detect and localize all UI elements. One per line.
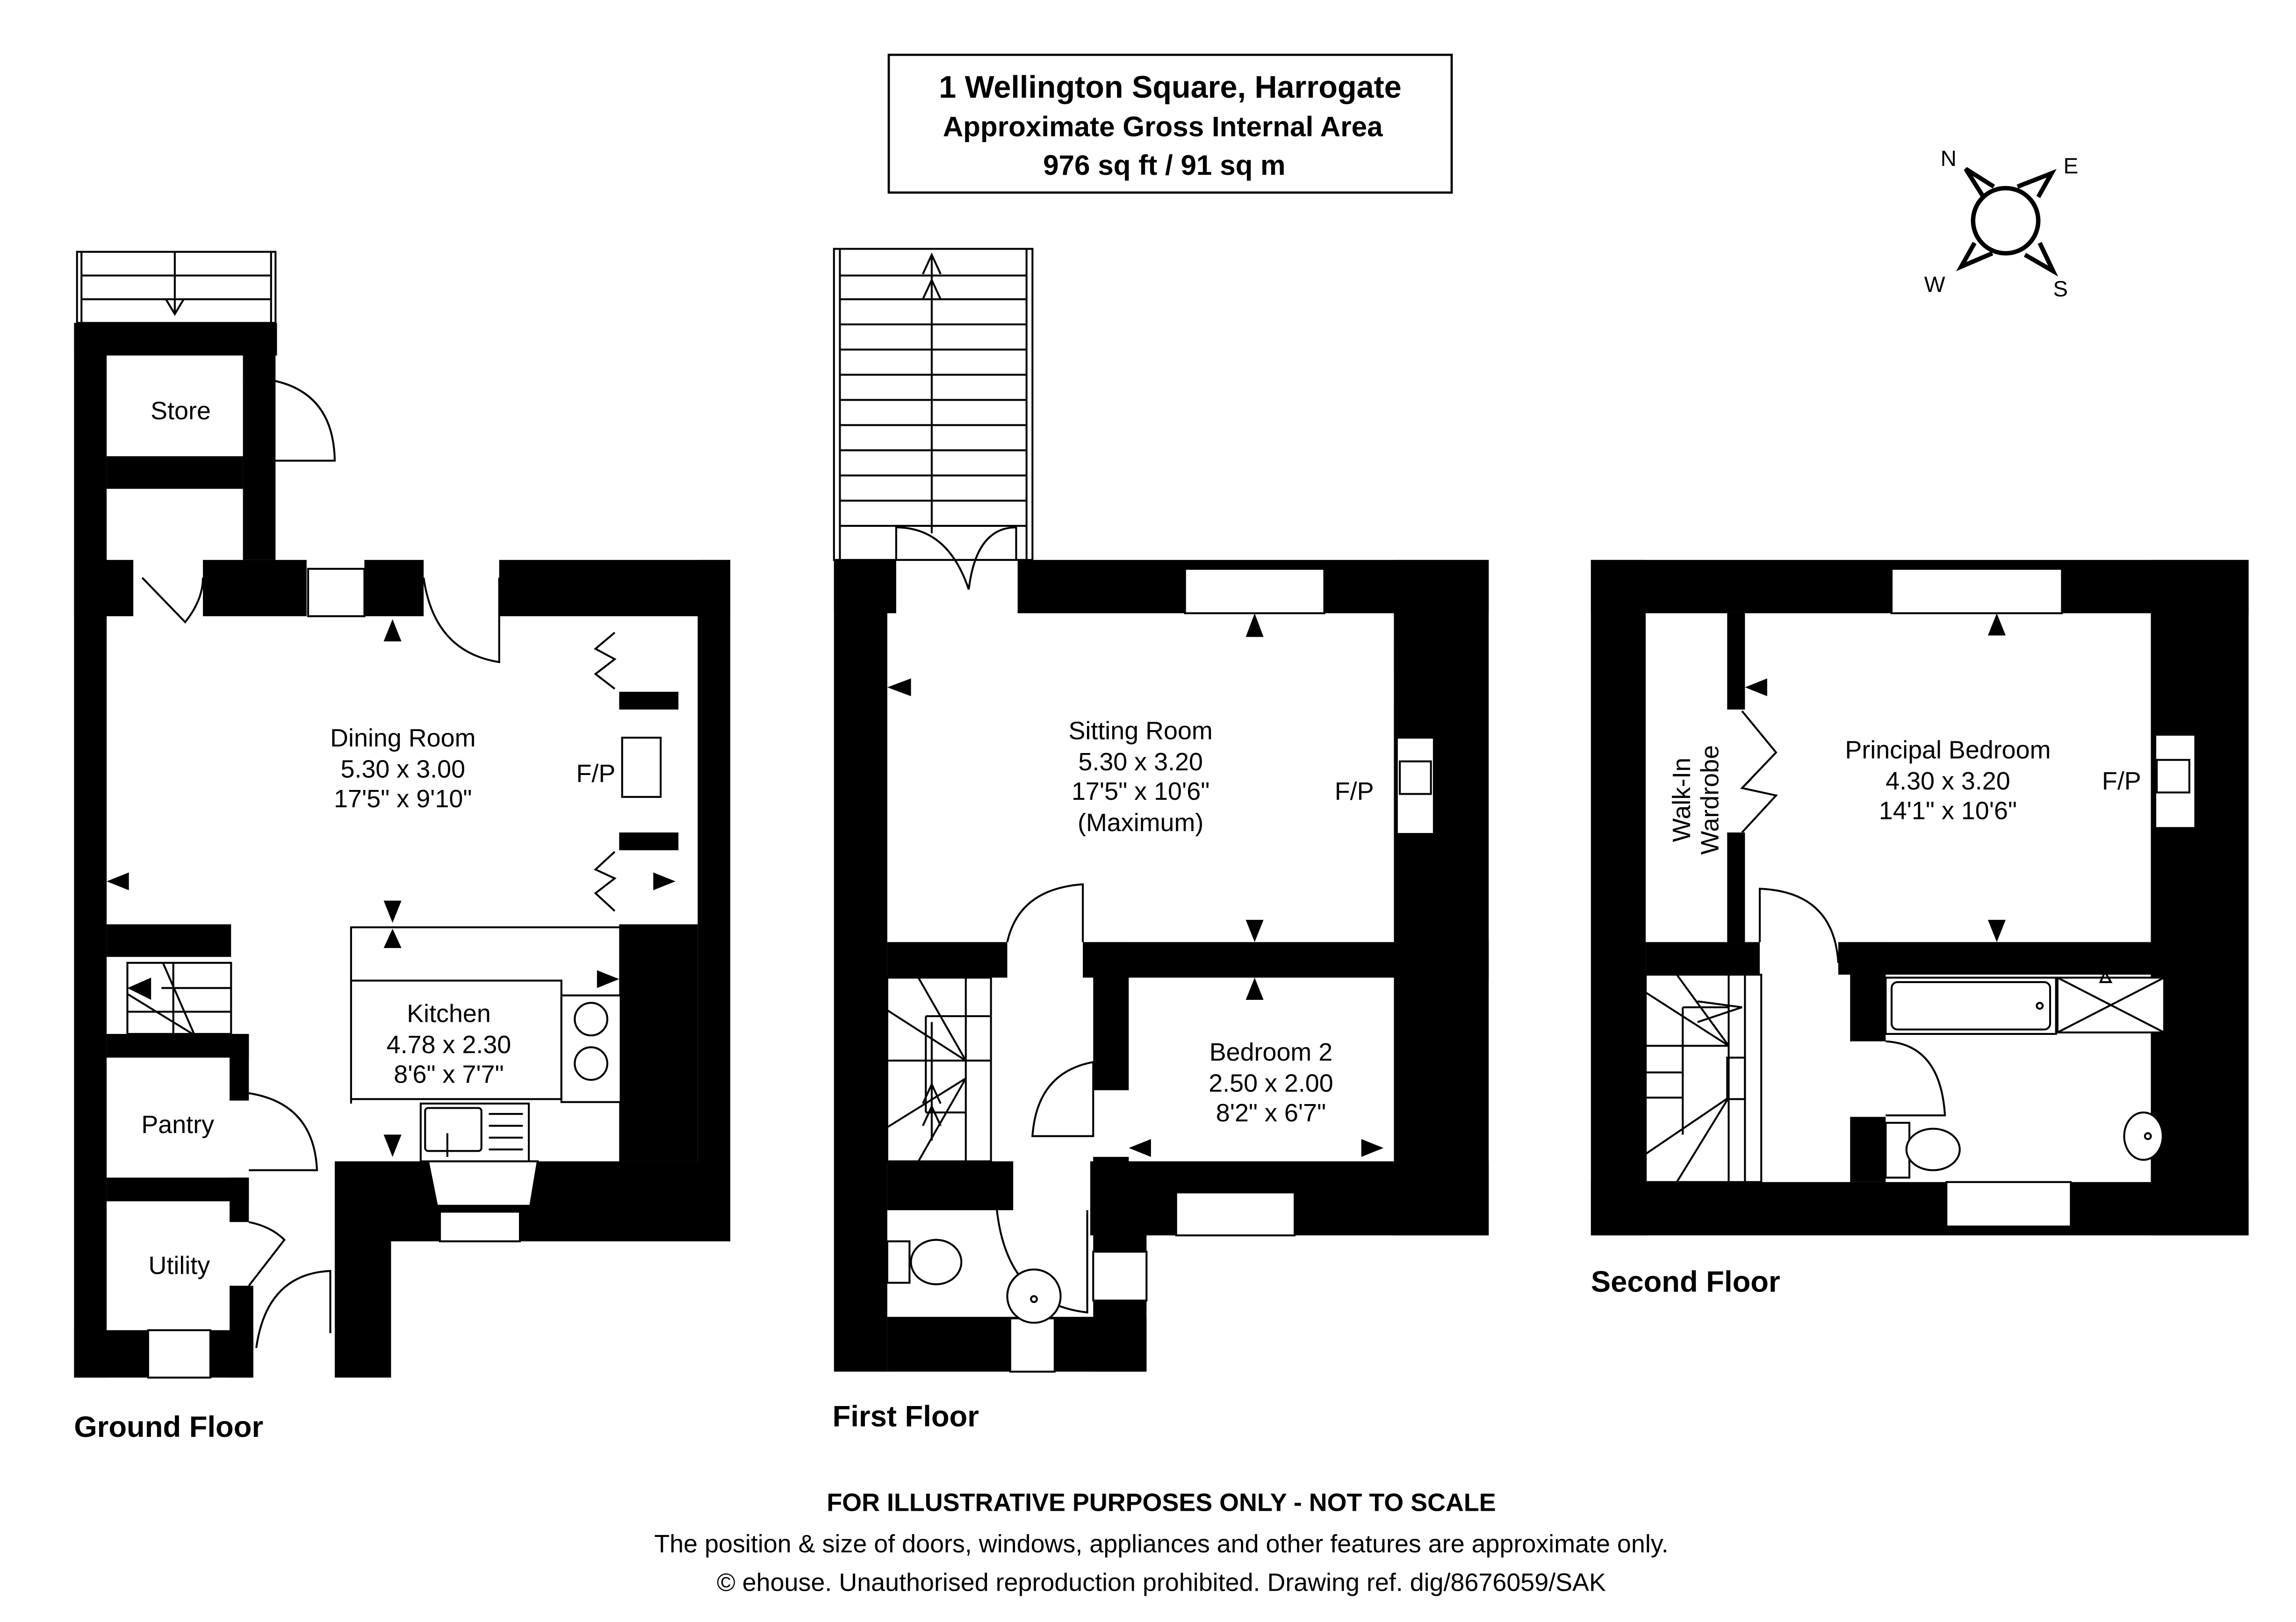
room-label-principal: Principal Bedroom bbox=[1845, 736, 2051, 764]
bathroom-fittings bbox=[1885, 733, 2196, 1179]
area-label: Approximate Gross Internal Area bbox=[943, 111, 1383, 143]
basin-icon bbox=[2123, 1111, 2164, 1161]
room-dims-kitchen-metric: 4.78 x 2.30 bbox=[387, 1031, 511, 1059]
room-dims-sitting-metric: 5.30 x 3.20 bbox=[1078, 748, 1202, 776]
measurement-markers bbox=[107, 619, 676, 1157]
copyright: © ehouse. Unauthorised reproduction proh… bbox=[717, 1568, 1606, 1596]
window bbox=[307, 567, 366, 617]
property-address: 1 Wellington Square, Harrogate bbox=[939, 70, 1401, 105]
door-swings bbox=[1740, 710, 1946, 1117]
floor-label-ground: Ground Floor bbox=[74, 1411, 263, 1443]
room-label-dining: Dining Room bbox=[330, 724, 475, 752]
approximation-note: The position & size of doors, windows, a… bbox=[654, 1530, 1668, 1558]
window-recess bbox=[427, 1160, 539, 1207]
second-floor-plan: Principal Bedroom 4.30 x 3.20 14'1" x 10… bbox=[1591, 560, 2249, 1298]
fireplace-label: F/P bbox=[1335, 777, 1374, 805]
kitchen-fittings bbox=[350, 737, 662, 1163]
toilet-icon bbox=[1905, 1127, 1961, 1171]
floor-label-second: Second Floor bbox=[1591, 1265, 1780, 1298]
toilet-cistern-icon bbox=[886, 1240, 911, 1284]
room-label-utility: Utility bbox=[149, 1251, 210, 1279]
external-steps bbox=[76, 251, 277, 324]
window bbox=[1092, 1250, 1148, 1302]
bathroom-fittings bbox=[886, 737, 1435, 1324]
external-steps bbox=[833, 248, 1034, 561]
compass-north: N bbox=[1941, 146, 1957, 171]
wardrobe-label-line1: Walk-In bbox=[1668, 758, 1696, 842]
ground-walls bbox=[74, 323, 731, 1378]
room-dims-principal-imperial: 14'1" x 10'6" bbox=[1879, 797, 2017, 825]
internal-stairs bbox=[126, 962, 232, 1054]
window bbox=[1009, 1317, 1056, 1373]
window bbox=[1175, 1191, 1296, 1236]
footer: FOR ILLUSTRATIVE PURPOSES ONLY - NOT TO … bbox=[654, 1488, 1668, 1596]
room-label-sitting: Sitting Room bbox=[1069, 717, 1213, 745]
room-label-bedroom2: Bedroom 2 bbox=[1209, 1038, 1332, 1066]
room-dims-principal-metric: 4.30 x 3.20 bbox=[1886, 767, 2010, 795]
room-label-kitchen: Kitchen bbox=[407, 1000, 491, 1028]
toilet-icon bbox=[910, 1239, 963, 1285]
floor-label-first: First Floor bbox=[833, 1400, 979, 1433]
compass-south: S bbox=[2053, 277, 2068, 301]
room-dims-kitchen-imperial: 8'6" x 7'7" bbox=[394, 1060, 504, 1088]
measurement-markers bbox=[887, 613, 1437, 1185]
area-value: 976 sq ft / 91 sq m bbox=[1043, 150, 1285, 181]
room-dims-sitting-note: (Maximum) bbox=[1078, 809, 1203, 837]
room-dims-dining-imperial: 17'5" x 9'10" bbox=[334, 785, 472, 813]
measurement-markers bbox=[1745, 613, 2193, 983]
sink-icon bbox=[419, 1102, 530, 1163]
room-label-pantry: Pantry bbox=[141, 1111, 214, 1139]
wardrobe-label-line2: Wardrobe bbox=[1696, 745, 1724, 855]
second-walls bbox=[1591, 560, 2249, 1235]
compass-east: E bbox=[2064, 154, 2079, 179]
internal-stairs bbox=[1645, 974, 1763, 1183]
room-dims-sitting-imperial: 17'5" x 10'6" bbox=[1072, 777, 1209, 805]
bath-icon bbox=[1885, 976, 2057, 1035]
toilet-cistern-icon bbox=[1885, 1122, 1911, 1179]
first-floor-plan: Sitting Room 5.30 x 3.20 17'5" x 10'6" (… bbox=[833, 248, 1489, 1433]
room-dims-bedroom2-metric: 2.50 x 2.00 bbox=[1209, 1069, 1333, 1098]
window bbox=[1890, 567, 2063, 615]
fireplace-label: F/P bbox=[576, 760, 616, 788]
fireplace-icon bbox=[621, 737, 662, 798]
wardrobe-label: Walk-In Wardrobe bbox=[1668, 745, 1724, 855]
window bbox=[1945, 1181, 2072, 1227]
title-box: 1 Wellington Square, Harrogate Approxima… bbox=[887, 53, 1453, 194]
fireplace-icon bbox=[1396, 737, 1435, 835]
ground-floor-plan: Store Dining Room 5.30 x 3.00 17'5" x 9'… bbox=[74, 251, 731, 1443]
door-swings bbox=[141, 377, 617, 1349]
room-dims-dining-metric: 5.30 x 3.00 bbox=[341, 755, 465, 783]
internal-stairs bbox=[886, 976, 992, 1163]
disclaimer: FOR ILLUSTRATIVE PURPOSES ONLY - NOT TO … bbox=[827, 1488, 1496, 1516]
compass-west: W bbox=[1924, 272, 1945, 297]
room-dims-bedroom2-imperial: 8'2" x 6'7" bbox=[1216, 1099, 1326, 1127]
window bbox=[1184, 567, 1325, 615]
compass-icon: N E S W bbox=[1924, 146, 2079, 301]
window bbox=[439, 1211, 521, 1242]
window bbox=[147, 1329, 211, 1379]
fireplace-label: F/P bbox=[2102, 767, 2141, 795]
room-label-store: Store bbox=[151, 397, 211, 425]
hob-icon bbox=[560, 994, 622, 1103]
